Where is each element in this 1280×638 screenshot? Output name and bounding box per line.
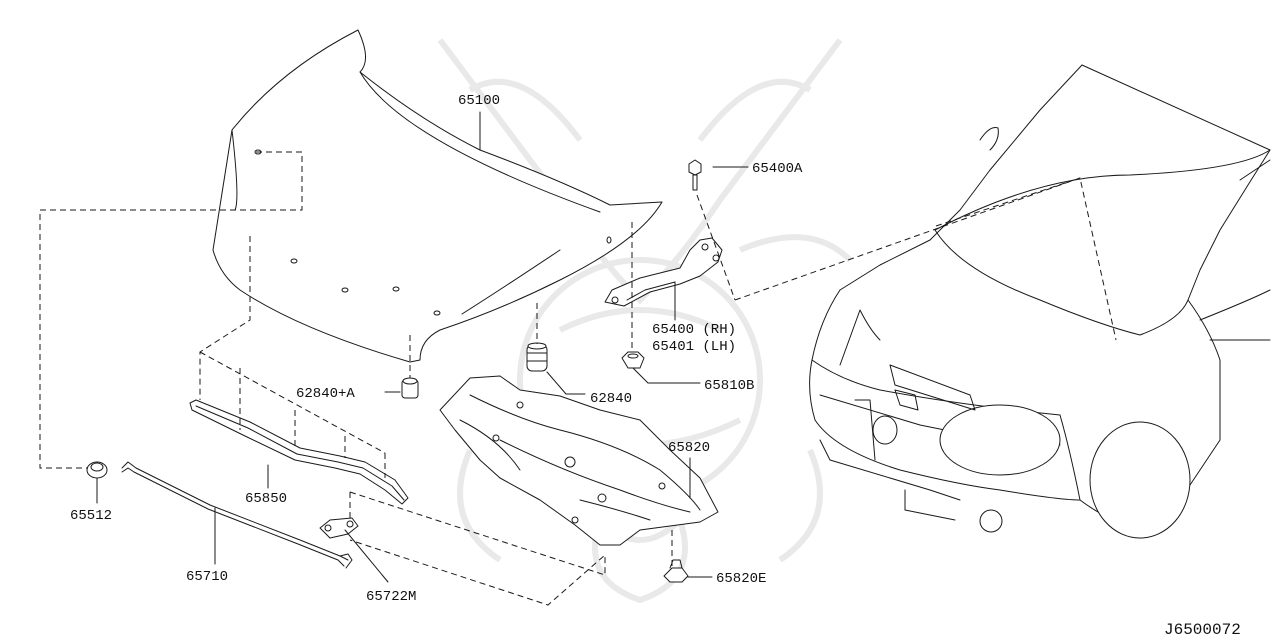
label-65512: 65512: [70, 508, 112, 524]
stay-clip-65722M: [319, 517, 359, 539]
vehicle-front-view: [809, 64, 1271, 539]
dashed-reference-lines: [39, 151, 1117, 606]
label-65100: 65100: [458, 93, 500, 109]
diagram-code: J6500072: [1164, 621, 1241, 638]
bolt-65400A: [688, 159, 736, 301]
hood-panel-65100: [212, 29, 663, 363]
label-65850: 65850: [245, 491, 287, 507]
label-65722M: 65722M: [366, 589, 416, 605]
grommet-65512: [86, 461, 108, 479]
label-65820: 65820: [668, 440, 710, 456]
nut-65810B: [621, 351, 645, 369]
hood-seal-65850: [189, 399, 409, 505]
label-65820E: 65820E: [716, 571, 766, 587]
hood-hinge-65400: [604, 237, 723, 307]
label-65401-lh: 65401 (LH): [652, 339, 736, 355]
label-65810B: 65810B: [704, 378, 754, 394]
bumper-rubber-62840a: [401, 377, 419, 399]
label-65710: 65710: [186, 569, 228, 585]
hood-insulator-65820: [439, 375, 719, 546]
label-65400-rh: 65400 (RH): [652, 322, 736, 338]
label-62840a: 62840+A: [296, 386, 355, 402]
hood-stay-65710: [121, 461, 353, 569]
label-65400A: 65400A: [752, 161, 803, 177]
part-labels: 65100 65400A 65400 (RH) 65401 (LH) 65810…: [70, 93, 1241, 638]
bumper-rubber-62840: [526, 342, 548, 372]
leader-lines: [96, 111, 749, 583]
label-62840: 62840: [590, 391, 632, 407]
